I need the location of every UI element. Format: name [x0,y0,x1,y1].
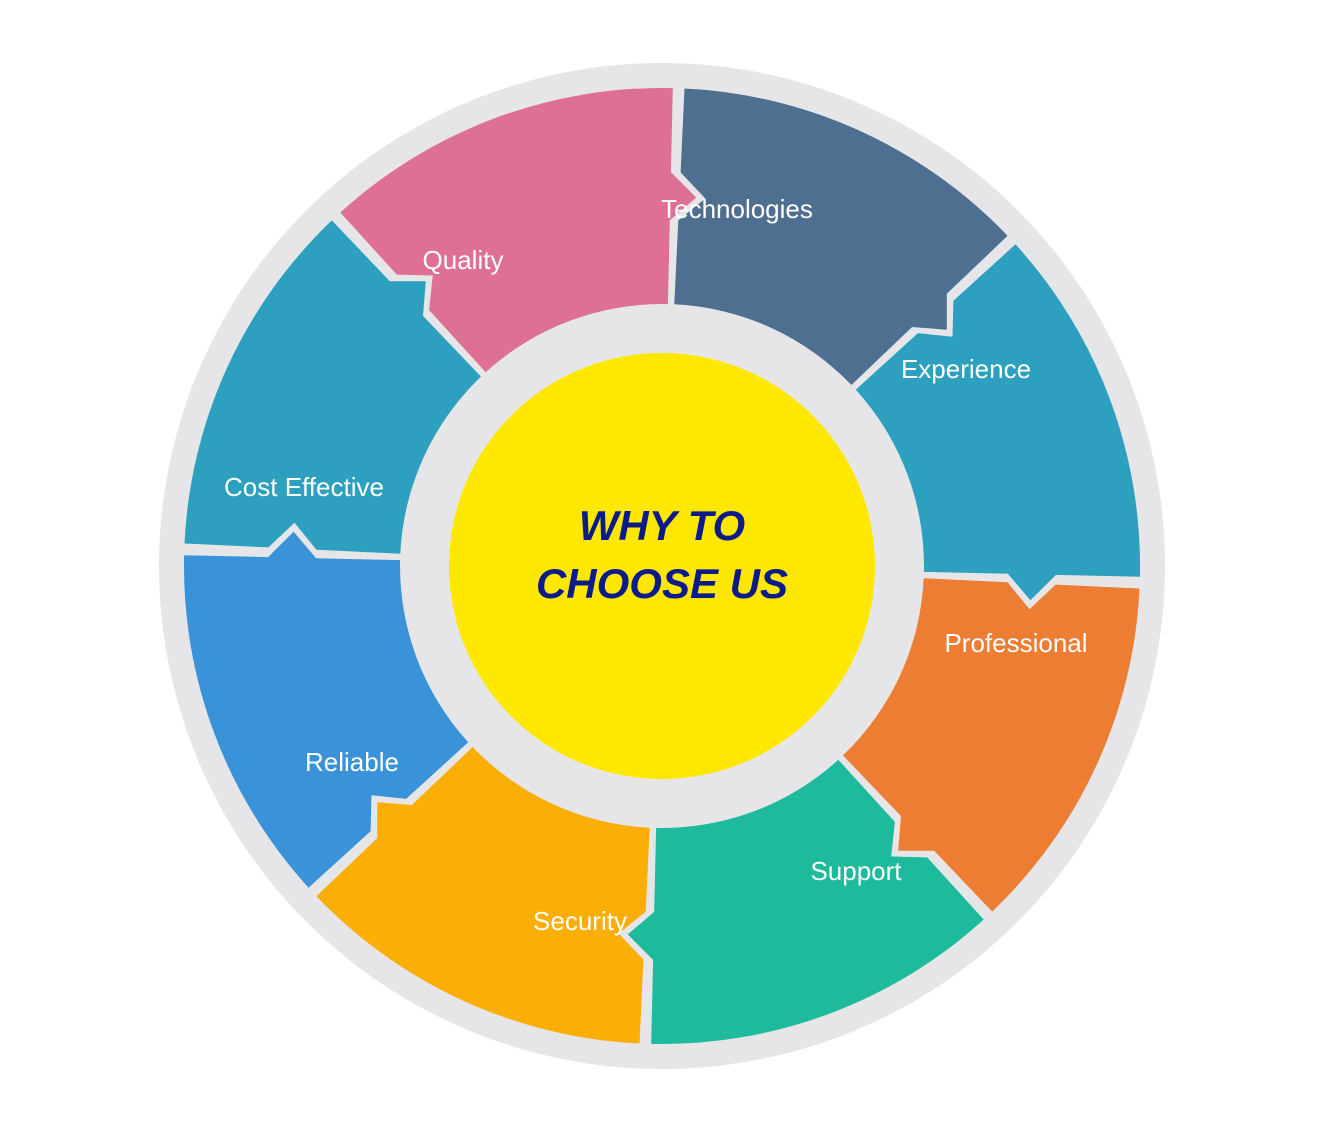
segment-reliable [183,531,469,888]
segment-support [627,759,984,1045]
segment-label-cost-effective: Cost Effective [224,472,384,502]
segment-label-quality: Quality [423,245,504,275]
segment-professional [843,578,1140,912]
segment-label-professional: Professional [944,628,1087,658]
center-circle [449,353,875,779]
segment-cost-effective [184,220,481,554]
segment-label-technologies: Technologies [661,194,813,224]
segment-technologies [674,88,1008,385]
segment-security [316,747,650,1044]
segment-experience [855,244,1141,601]
segment-quality [340,87,697,373]
segment-label-reliable: Reliable [305,747,399,777]
segment-label-security: Security [533,906,627,936]
segment-label-experience: Experience [901,354,1031,384]
segments-layer [183,87,1141,1045]
segment-label-support: Support [810,856,902,886]
center-title-line2: CHOOSE US [536,560,788,607]
labels-layer: TechnologiesExperienceProfessionalSuppor… [224,194,1088,936]
center-title-line1: WHY TO [579,502,745,549]
